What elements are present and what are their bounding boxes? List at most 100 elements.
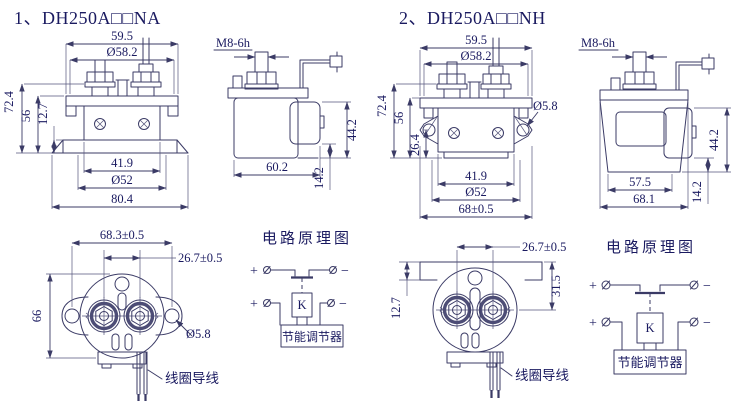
- na-bottom-features: [111, 276, 133, 351]
- nh-bottom-dim-height-top: 31.5: [519, 261, 563, 311]
- nh-side-stud: [610, 51, 657, 91]
- na-front-dim-height-base: 12.7: [36, 103, 63, 154]
- svg-text:+: +: [589, 279, 597, 294]
- svg-text:12.7: 12.7: [36, 103, 50, 125]
- svg-text:66: 66: [30, 310, 44, 323]
- na-bottom-centerlines: [82, 297, 162, 335]
- svg-text:59.5: 59.5: [465, 33, 487, 47]
- na-circuit-title: 电路原理图: [262, 230, 352, 247]
- nh-side-dim-width-total: 68.1: [599, 102, 689, 210]
- svg-text:60.2: 60.2: [266, 160, 288, 174]
- svg-text:41.9: 41.9: [465, 169, 487, 183]
- svg-text:14.2: 14.2: [312, 167, 326, 189]
- svg-text:72.4: 72.4: [375, 94, 389, 117]
- svg-text:56: 56: [392, 112, 406, 125]
- nh-side-dim-width-inner: 57.5: [607, 174, 673, 193]
- nh-front-stud-left: [436, 61, 468, 99]
- nh-circuit-coil: K: [636, 312, 664, 344]
- nh-front-flange: [419, 97, 533, 109]
- nh-circuit-title: 电路原理图: [606, 239, 696, 256]
- svg-text:26.7±0.5: 26.7±0.5: [178, 251, 222, 265]
- nh-front-dim-height-flange: 56: [392, 97, 420, 159]
- nh-front-stud-middle: [467, 81, 482, 99]
- na-side-dim-width: 60.2: [233, 146, 321, 178]
- svg-text:K: K: [645, 321, 654, 335]
- svg-text:68.1: 68.1: [633, 192, 655, 206]
- nh-front-body: [423, 107, 529, 159]
- nh-bottom-dim-span-terminals: 26.7±0.5: [456, 240, 566, 296]
- svg-text:+: +: [250, 297, 258, 312]
- na-bottom-shell: [79, 273, 165, 359]
- nh-front-ear-left: [419, 115, 439, 145]
- na-bottom-dim-height: 66: [30, 273, 110, 359]
- na-front-dim-height-total: 72.4: [2, 83, 84, 154]
- nh-front-terminal-wires: [492, 37, 500, 67]
- nh-front-dim-width-base: 68±0.5: [419, 146, 533, 220]
- nh-front-dim-ear: 26.4: [408, 129, 429, 159]
- na-front-screw-right: [138, 118, 150, 130]
- model-b-title: 2、DH250A□□NH: [399, 8, 546, 28]
- nh-circuit-regulator: 节能调节器: [613, 349, 687, 375]
- na-side-thread-callout: M8-6h: [213, 36, 289, 60]
- nh-front-screw-left: [448, 127, 460, 139]
- na-front-screw-left: [94, 118, 106, 130]
- svg-text:+: +: [250, 264, 258, 279]
- na-side-view: M8-6h: [213, 36, 359, 190]
- nh-front-dim-width-body: 41.9: [437, 154, 515, 187]
- svg-text:Ø52: Ø52: [465, 185, 487, 199]
- svg-text:线圈导线: 线圈导线: [165, 371, 219, 386]
- svg-text:57.5: 57.5: [629, 175, 651, 189]
- svg-text:Ø5.8: Ø5.8: [533, 99, 558, 113]
- svg-text:59.5: 59.5: [111, 29, 133, 43]
- na-front-dim-width-base: 80.4: [51, 155, 189, 210]
- section-dh250a-na: 1、DH250A□□NA: [2, 8, 359, 401]
- svg-text:−: −: [703, 279, 711, 294]
- nh-front-view: 59.5 Ø58.2 72.4 56 26.4: [375, 33, 558, 220]
- nh-circuit-contact-row: + −: [589, 279, 711, 295]
- nh-circuit-diagram: 电路原理图 + − K + −: [589, 239, 711, 375]
- nh-side-view: M8-6h: [578, 36, 731, 210]
- svg-text:26.4: 26.4: [408, 133, 422, 156]
- nh-side-flange: [599, 89, 689, 101]
- svg-text:节能调节器: 节能调节器: [617, 355, 682, 370]
- na-front-dim-dia-flange: Ø52: [77, 155, 167, 191]
- na-bottom-terminal-right: [123, 299, 157, 333]
- nh-side-dim-height: 44.2: [682, 107, 731, 173]
- nh-side-dim-step: 14.2: [690, 157, 714, 204]
- nh-front-dim-width-top: 59.5: [419, 33, 533, 96]
- na-front-dim-width-top: 59.5: [65, 29, 179, 94]
- nh-bottom-housing: [446, 351, 504, 368]
- na-circuit-contact-row: + −: [250, 264, 349, 279]
- nh-side-body: [599, 99, 697, 173]
- na-side-body: [233, 97, 325, 159]
- nh-front-hole-callout: Ø5.8: [526, 99, 558, 127]
- na-front-stud-middle: [115, 79, 130, 97]
- svg-text:M8-6h: M8-6h: [216, 36, 251, 50]
- svg-text:26.7±0.5: 26.7±0.5: [522, 240, 566, 254]
- nh-front-dim-dia-top: Ø58.2: [423, 49, 529, 96]
- svg-text:K: K: [297, 298, 306, 312]
- svg-text:M8-6h: M8-6h: [581, 36, 616, 50]
- na-circuit-supply-row: + −: [250, 297, 347, 326]
- na-bottom-hole-callout: Ø5.8: [175, 319, 211, 341]
- na-bottom-view: 68.3±0.5 26.7±0.5 66 Ø5.8 线圈导线: [30, 228, 222, 401]
- svg-text:12.7: 12.7: [389, 297, 403, 319]
- na-bottom-ear-right: [155, 296, 183, 336]
- nh-bottom-dim-step: 12.7: [389, 261, 420, 319]
- na-front-stud-right: [130, 63, 162, 97]
- na-bottom-coil-wires: [136, 351, 148, 401]
- na-circuit-coil: K: [291, 292, 313, 318]
- svg-text:+: +: [589, 316, 597, 331]
- svg-text:−: −: [339, 297, 347, 312]
- svg-text:Ø58.2: Ø58.2: [107, 45, 138, 59]
- svg-text:44.2: 44.2: [707, 129, 721, 151]
- nh-circuit-supply-row: + −: [589, 316, 711, 351]
- na-bottom-dim-span-mount: 68.3±0.5: [71, 228, 173, 307]
- na-bottom-ear-left: [61, 296, 89, 336]
- nh-front-ear-right: [513, 115, 533, 145]
- svg-text:−: −: [341, 264, 349, 279]
- nh-bottom-view: 26.7±0.5 31.5 12.7 线圈导线: [389, 240, 569, 398]
- na-side-coil-wire: [299, 51, 343, 89]
- nh-side-thread-callout: M8-6h: [578, 36, 667, 60]
